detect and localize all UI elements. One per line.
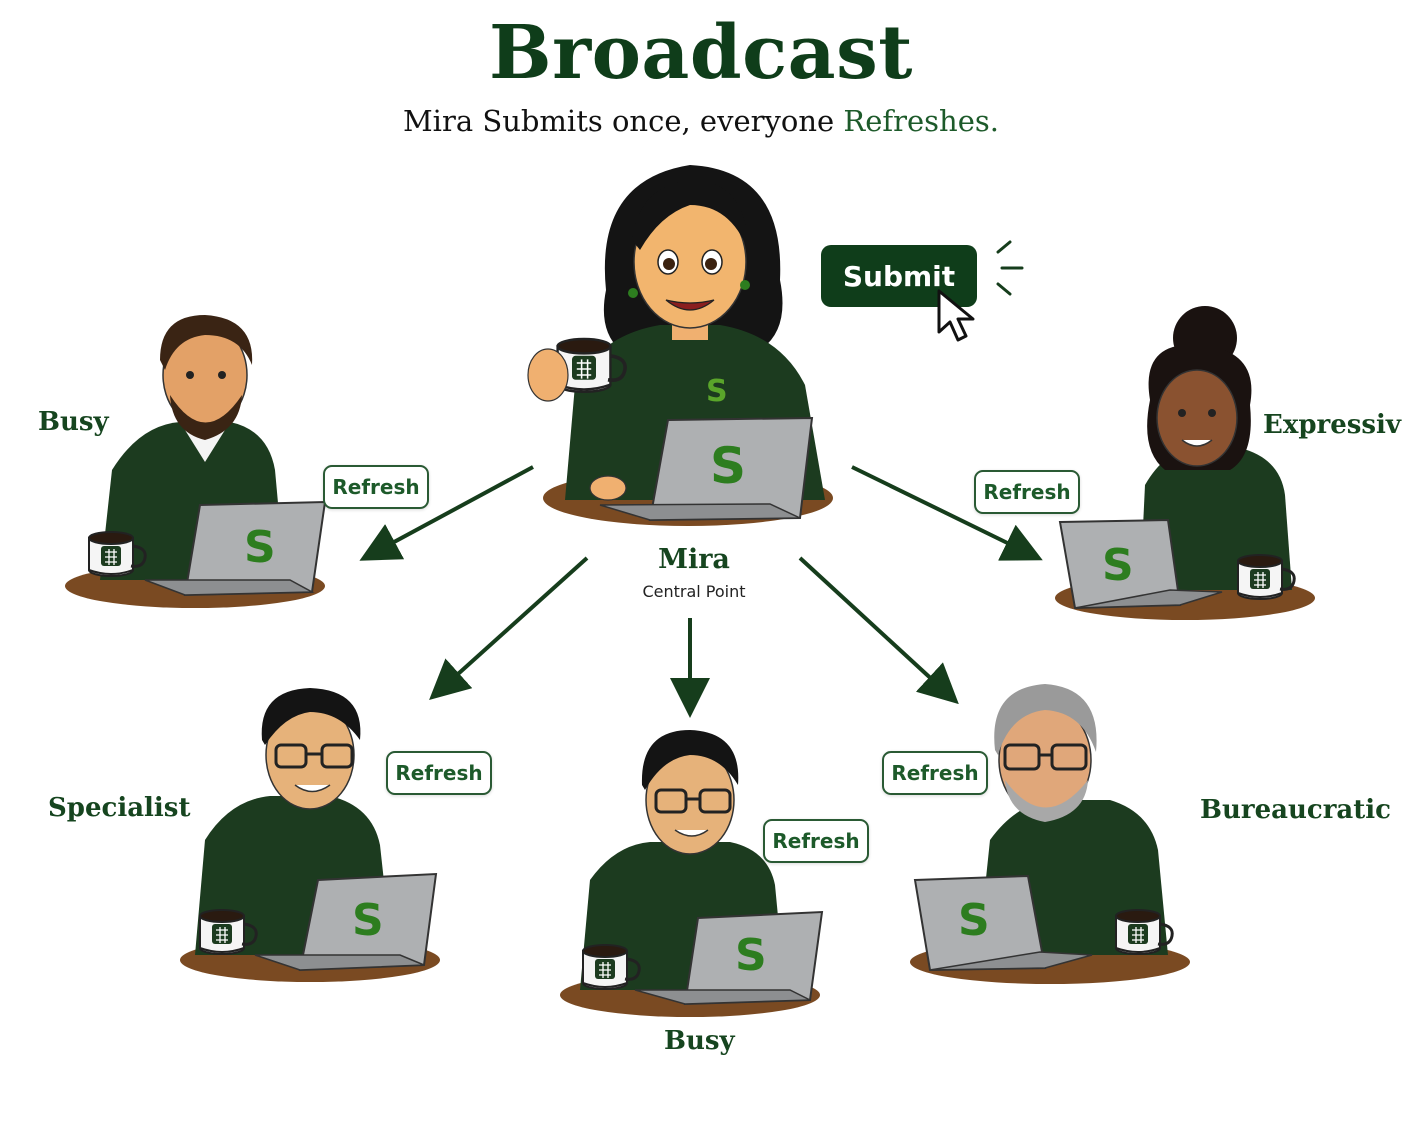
label-busy-bottom: Busy	[664, 1026, 735, 1056]
refresh-button-busy-top[interactable]: Refresh	[323, 465, 429, 509]
expressive-laptop-logo: S	[1102, 540, 1134, 591]
label-bureaucratic: Bureaucratic	[1200, 795, 1391, 825]
page-title: Broadcast	[0, 10, 1402, 96]
arrow-to-bureaucratic	[800, 558, 950, 696]
subtitle-text: Mira Submits once, everyone	[403, 104, 843, 138]
mira-role: Central Point	[594, 582, 794, 601]
bureaucratic-laptop-logo: S	[958, 895, 990, 946]
refresh-button-specialist[interactable]: Refresh	[386, 751, 492, 795]
busy-bottom-laptop-logo: S	[735, 930, 767, 981]
mira-laptop-logo: S	[710, 437, 746, 495]
busy-bottom-figure	[560, 730, 822, 1017]
label-busy-top: Busy	[38, 407, 109, 437]
expressive-figure	[1055, 306, 1315, 620]
specialist-figure	[180, 688, 440, 982]
mouse-pointer-icon	[936, 288, 982, 346]
bureaucratic-figure	[910, 684, 1190, 984]
arrow-to-specialist	[438, 558, 587, 692]
refresh-button-bureaucratic[interactable]: Refresh	[882, 751, 988, 795]
refresh-button-expressive[interactable]: Refresh	[974, 470, 1080, 514]
label-specialist: Specialist	[48, 793, 190, 823]
specialist-laptop-logo: S	[352, 895, 384, 946]
mira-figure	[528, 165, 833, 526]
busy-top-figure	[65, 315, 325, 608]
label-expressive: Expressive	[1263, 410, 1402, 440]
page-subtitle: Mira Submits once, everyone Refreshes.	[0, 104, 1402, 138]
refresh-button-busy-bottom[interactable]: Refresh	[763, 819, 869, 863]
busy-top-laptop-logo: S	[244, 522, 276, 573]
subtitle-highlight: Refreshes.	[843, 104, 999, 138]
mira-name: Mira	[594, 544, 794, 575]
mira-shirt-logo: S	[706, 374, 728, 409]
click-sparks	[998, 242, 1022, 294]
